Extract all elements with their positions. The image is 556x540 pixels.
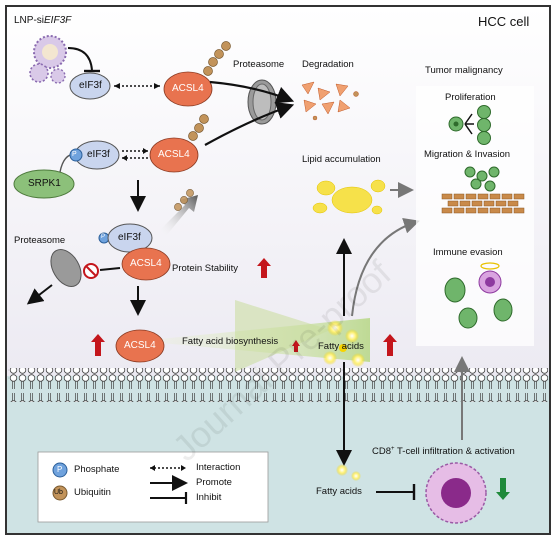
- biosynthesis-arrowhead: [235, 300, 330, 372]
- phosphate-low-label: P: [101, 234, 106, 240]
- legend-ub-symbol: Ub: [54, 489, 63, 496]
- srpk1-label: SRPK1: [28, 178, 61, 189]
- lipid-droplets: [312, 179, 386, 215]
- legend-ubiquitin-label: Ubiquitin: [74, 487, 111, 498]
- acsl4-bottom-label: ACSL4: [124, 340, 156, 351]
- acsl4-low-shape: [121, 247, 171, 281]
- ubiquitin-chain-low: [174, 189, 194, 211]
- cd8-prefix: CD8: [372, 446, 392, 458]
- immune-evasion-icon: [444, 262, 513, 329]
- lipid-accumulation-label: Lipid accumulation: [302, 154, 381, 165]
- proteasome-mid-label: Proteasome: [14, 235, 66, 246]
- fatty-acids-out-label: Fatty acids: [316, 486, 362, 497]
- eif3f-top-label: eIF3f: [79, 80, 102, 91]
- acsl4-bottom-shape: [115, 329, 165, 363]
- fatty-acid-droplets-out: [336, 464, 361, 481]
- legend-phosphate-label: Phosphate: [74, 464, 120, 475]
- up-arrow-acsl4: [91, 334, 105, 356]
- cd8-label: CD8+ T-cell infiltration & activation: [372, 446, 515, 457]
- degradation-label: Degradation: [302, 59, 354, 70]
- migration-invasion-label: Migration & Invasion: [424, 149, 511, 160]
- acsl4-top-shape: [163, 71, 213, 107]
- cell-label: HCC cell: [478, 14, 530, 29]
- srpk1-shape: [13, 169, 75, 199]
- down-arrow-tcell: [496, 478, 510, 500]
- acsl4-mid-shape: [149, 137, 199, 173]
- proteasome-top-label: Proteasome: [233, 59, 285, 70]
- proliferation-label: Proliferation: [445, 92, 496, 103]
- tumor-malignancy-label: Tumor malignancy: [425, 65, 503, 76]
- legend-p-symbol: P: [57, 465, 63, 474]
- lnp-nanoparticles: [29, 35, 67, 84]
- lnp-label-prefix: LNP-si: [14, 15, 45, 26]
- acsl4-mid-label: ACSL4: [158, 149, 190, 160]
- lnp-label: LNP-siEIF3F: [14, 16, 71, 26]
- legend-interaction-label: Interaction: [196, 462, 241, 473]
- fatty-acids-in-label: Fatty acids: [318, 341, 364, 352]
- t-cell-icon: [425, 462, 487, 524]
- legend-box: [37, 451, 269, 523]
- eif3f-mid-label: eIF3f: [87, 149, 110, 160]
- up-arrow-biosynthesis: [292, 340, 300, 352]
- deubiquitination-arrow: [160, 195, 198, 236]
- acsl4-low-label: ACSL4: [130, 258, 162, 269]
- legend-promote-label: Promote: [196, 477, 232, 488]
- biosynthesis-label: Fatty acid biosynthesis: [182, 336, 279, 347]
- proliferation-icon: [448, 105, 491, 145]
- cd8-sup: +: [391, 446, 395, 452]
- proteasome-mid: [50, 249, 82, 287]
- cell-membrane: [8, 368, 548, 402]
- legend-ubiquitin-swatch: [52, 485, 68, 501]
- up-arrow-stability: [257, 258, 271, 278]
- lnp-label-gene: EIF3F: [44, 15, 72, 26]
- legend-inhibit-label: Inhibit: [196, 492, 222, 503]
- acsl4-top-label: ACSL4: [172, 83, 204, 94]
- legend-phosphate-swatch: [52, 462, 68, 478]
- fatty-acid-droplets-in: [323, 320, 365, 367]
- up-arrow-fatty-acids: [383, 334, 397, 356]
- protein-stability-label: Protein Stability: [172, 263, 239, 274]
- ubiquitin-chain-top: [203, 41, 231, 76]
- eif3f-top-shape: [69, 72, 111, 100]
- lnp-inhibit-arrow: [67, 47, 93, 71]
- immune-evasion-label: Immune evasion: [433, 247, 503, 258]
- tissue-layer-icon: [441, 193, 525, 214]
- ubiquitin-chain-mid: [188, 114, 209, 141]
- phosphate-mid-label: P: [72, 151, 77, 158]
- migration-invasion-icon: [464, 166, 500, 192]
- eif3f-low-label: eIF3f: [118, 232, 141, 243]
- phosphate-mid: [69, 148, 83, 162]
- cd8-suffix: T-cell infiltration & activation: [394, 446, 515, 458]
- figure-border: [5, 5, 551, 535]
- tumor-malignancy-panel: [416, 86, 534, 346]
- degradation-fragments: [301, 81, 359, 121]
